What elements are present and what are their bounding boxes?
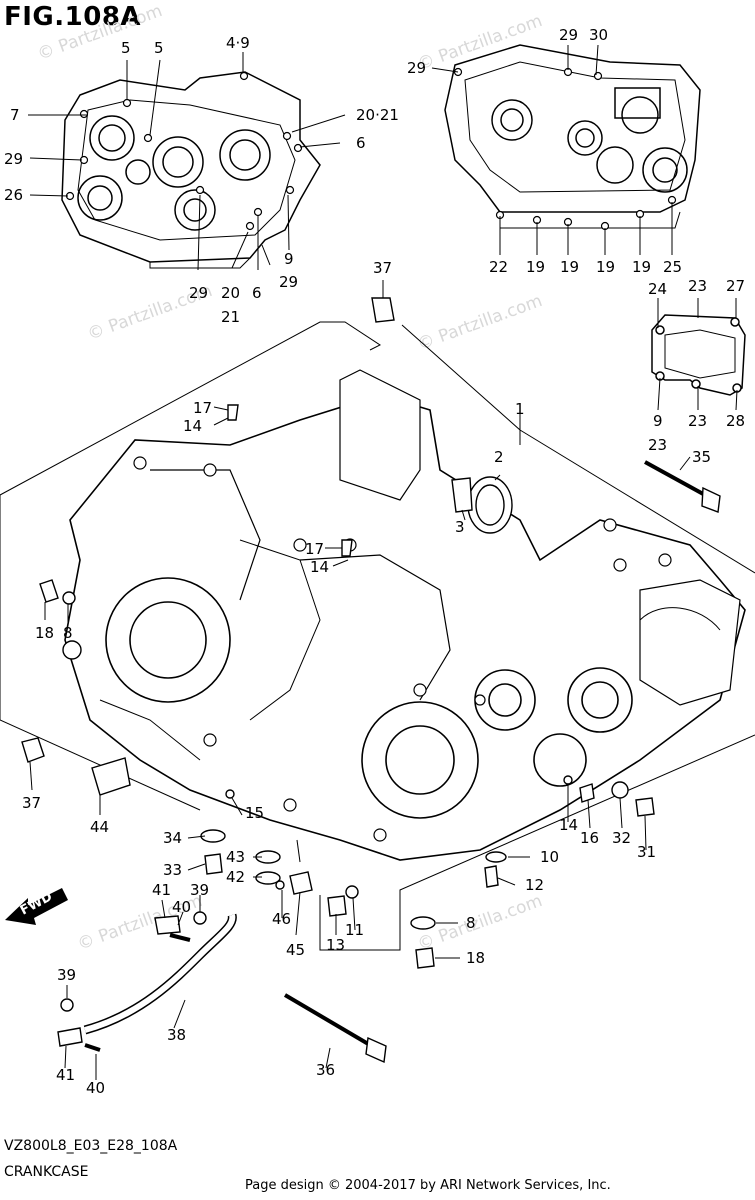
callout-31: 31: [637, 843, 656, 861]
callout-8: 8: [63, 624, 73, 642]
callout-14: 14: [559, 816, 578, 834]
callout-29: 29: [189, 284, 208, 302]
main-crankcase-body: [64, 369, 746, 861]
callout-1: 1: [515, 400, 525, 418]
callout-40: 40: [86, 1079, 105, 1097]
callout-35: 35: [692, 448, 711, 466]
callout-16: 16: [580, 829, 599, 847]
callout-13: 13: [326, 936, 345, 954]
callout-4-9: 4·9: [226, 34, 250, 52]
callout-27: 27: [726, 277, 745, 295]
callout-19: 19: [632, 258, 651, 276]
watermark-text: © Partzilla.com: [415, 11, 545, 75]
callout-20-21: 20·21: [356, 106, 399, 124]
figure-title: FIG.108A: [4, 2, 142, 32]
callout-8: 8: [466, 914, 476, 932]
callout-26: 26: [4, 186, 23, 204]
callout-20: 20: [221, 284, 240, 302]
callouts: 5 5 4·9 7 20·21 6 29 26 9 29 29 20 21 6 …: [4, 26, 745, 1097]
callout-9: 9: [653, 412, 663, 430]
forward-direction-arrow: FWD: [5, 888, 68, 925]
callout-23: 23: [688, 277, 707, 295]
callout-2: 2: [494, 448, 504, 466]
callout-30: 30: [589, 26, 608, 44]
callout-7: 7: [10, 106, 20, 124]
section-name: CRANKCASE: [4, 1164, 89, 1180]
callout-40: 40: [172, 898, 191, 916]
callout-39: 39: [57, 966, 76, 984]
callout-19: 19: [560, 258, 579, 276]
callout-38: 38: [167, 1026, 186, 1044]
callout-9: 9: [284, 250, 294, 268]
inset-left-crankcase-view: [61, 71, 321, 269]
callout-24: 24: [648, 280, 667, 298]
callout-41: 41: [152, 881, 171, 899]
callout-19: 19: [596, 258, 615, 276]
callout-10: 10: [540, 848, 559, 866]
callout-29: 29: [559, 26, 578, 44]
callout-37: 37: [373, 259, 392, 277]
callout-3: 3: [455, 518, 465, 536]
callout-43: 43: [226, 848, 245, 866]
callout-6: 6: [252, 284, 262, 302]
callout-33: 33: [163, 861, 182, 879]
callout-14: 14: [183, 417, 202, 435]
callout-21: 21: [221, 308, 240, 326]
callout-39: 39: [190, 881, 209, 899]
callout-37: 37: [22, 794, 41, 812]
callout-23: 23: [648, 436, 667, 454]
callout-5: 5: [121, 39, 131, 57]
callout-32: 32: [612, 829, 631, 847]
callout-18: 18: [35, 624, 54, 642]
callout-45: 45: [286, 941, 305, 959]
callout-19: 19: [526, 258, 545, 276]
callout-28: 28: [726, 412, 745, 430]
callout-29: 29: [279, 273, 298, 291]
callout-29: 29: [407, 59, 426, 77]
inset-right-crankcase-view: [444, 44, 701, 231]
callout-46: 46: [272, 910, 291, 928]
cover-plate: [651, 314, 746, 396]
callout-25: 25: [663, 258, 682, 276]
callout-22: 22: [489, 258, 508, 276]
callout-6: 6: [356, 134, 366, 152]
callout-44: 44: [90, 818, 109, 836]
watermark-text: © Partzilla.com: [35, 1, 165, 65]
callout-14: 14: [310, 558, 329, 576]
callout-17: 17: [305, 540, 324, 558]
callout-34: 34: [163, 829, 182, 847]
callout-12: 12: [525, 876, 544, 894]
callout-41: 41: [56, 1066, 75, 1084]
callout-23: 23: [688, 412, 707, 430]
main-assembly-box: [0, 321, 755, 951]
callout-18: 18: [466, 949, 485, 967]
small-parts: [21, 297, 721, 1064]
watermark-text: © Partzilla.com: [415, 291, 545, 355]
callout-42: 42: [226, 868, 245, 886]
callout-15: 15: [245, 804, 264, 822]
callout-29: 29: [4, 150, 23, 168]
callout-17: 17: [193, 399, 212, 417]
callout-11: 11: [345, 921, 364, 939]
page-credit: Page design © 2004-2017 by ARI Network S…: [245, 1178, 611, 1193]
leader-lines: [28, 44, 738, 1080]
drawing-code: VZ800L8_E03_E28_108A: [4, 1138, 178, 1154]
callout-5: 5: [154, 39, 164, 57]
callout-36: 36: [316, 1061, 335, 1079]
